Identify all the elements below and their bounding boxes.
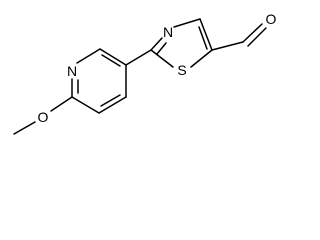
bond-c6-o	[50, 96, 73, 112]
bond-n3-c4	[173, 18, 201, 28]
bond-c2-n3	[150, 37, 163, 51]
pyridine-ring	[71, 48, 127, 114]
atom-label-thiazole-n: N	[163, 24, 173, 40]
bond-c5-s1	[190, 49, 213, 68]
thiazole-ring	[150, 18, 213, 68]
atom-label-pyridine-n: N	[67, 63, 77, 79]
double-bond-c4-c5	[198, 26, 208, 50]
bond-c-o-double-2	[247, 27, 267, 47]
atom-label-thiazole-s: S	[177, 62, 186, 78]
double-bond-c4-c5	[100, 94, 121, 107]
chemical-structure: N O N S O	[13, 11, 277, 135]
bond-s1-c2	[150, 49, 174, 68]
bond-c-o-double-1	[242, 23, 263, 43]
bond-c2-c3	[99, 48, 127, 66]
bond-c4-c5	[199, 18, 213, 51]
bond-c5-c6	[71, 96, 100, 114]
atom-label-aldehyde-o: O	[266, 11, 277, 27]
bond-c5-cho	[211, 41, 244, 51]
double-bond-c2-c3	[101, 54, 121, 67]
bond-c4-c5	[98, 96, 127, 114]
double-bond-c2-n3	[156, 42, 167, 55]
methoxy-group	[13, 96, 73, 135]
atom-label-methoxy-o: O	[38, 109, 49, 125]
aldehyde-group	[211, 23, 267, 51]
bond-n1-c2	[76, 48, 101, 64]
bond-o-ch3	[13, 121, 36, 135]
bond-pyridine-thiazole	[125, 49, 152, 66]
